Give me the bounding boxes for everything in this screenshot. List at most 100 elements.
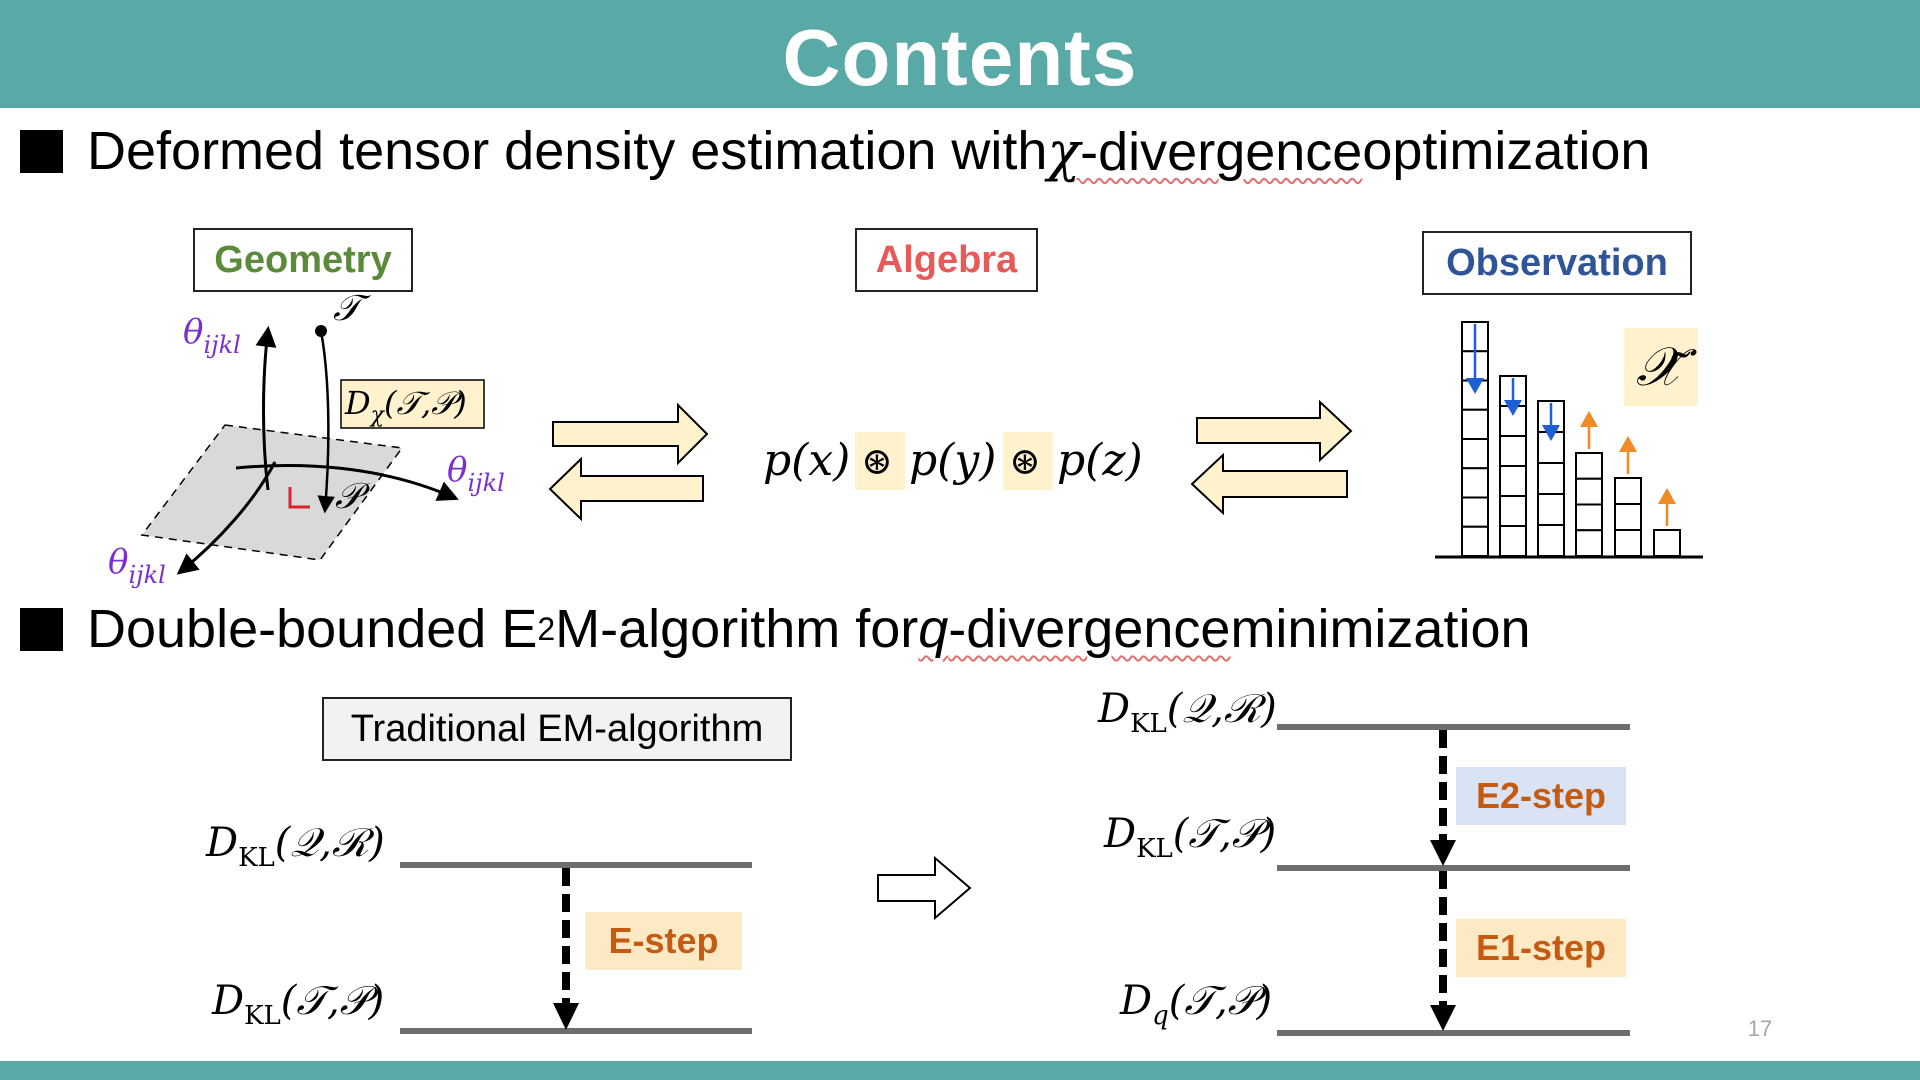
dkl-subscript: KL: [1130, 709, 1167, 739]
page-number: 17: [1747, 1016, 1773, 1041]
theta-symbol: θ: [447, 450, 468, 490]
geometry-label: Geometry: [193, 228, 413, 292]
histogram-cell: [1461, 525, 1489, 557]
right-angle-icon: [288, 487, 310, 509]
dkl-args: (𝒯,𝒫): [280, 978, 385, 1024]
theta-subscript: ijkl: [128, 561, 166, 589]
estep-arrow-head: [553, 1003, 579, 1030]
traditional-em-label: Traditional EM-algorithm: [322, 697, 792, 761]
chi-symbol: χ: [1047, 119, 1081, 183]
dkl-args: (𝒯,𝒫): [1172, 811, 1277, 857]
dkl-tp-right: DKL(𝒯,𝒫): [1104, 811, 1276, 864]
e2step-label: E2-step: [1456, 767, 1626, 825]
bullet-term-chi-divergence: χ-divergence: [1047, 120, 1362, 183]
bullet-text-mid: -divergence: [1080, 121, 1363, 182]
dkl-subscript: KL: [238, 843, 275, 873]
slide-title: Contents: [782, 13, 1138, 102]
bullet-text-after: optimization: [1362, 121, 1651, 181]
divergence-box: [340, 379, 485, 429]
dq-d: D: [1120, 978, 1153, 1024]
theta-subscript: ijkl: [203, 331, 241, 359]
histogram-cell: [1461, 467, 1489, 499]
dkl-qr-right: DKL(𝒬,ℛ): [1098, 686, 1277, 739]
histogram-cell: [1614, 529, 1642, 557]
estep-label: E-step: [585, 912, 742, 970]
e1step-arrow-head: [1430, 1005, 1456, 1031]
dq-tp-right: Dq(𝒯,𝒫): [1120, 978, 1272, 1031]
theta-axis-up: [255, 325, 277, 491]
arrow-geometry-to-algebra: [552, 402, 709, 466]
e1step-label: E1-step: [1456, 919, 1626, 977]
bullet-item-deformed-tensor: Deformed tensor density estimation with …: [20, 116, 1650, 186]
bullet-text-after: minimization: [1230, 599, 1531, 659]
dkl-qr-left: DKL(𝒬,ℛ): [206, 820, 385, 873]
dkl-tp-left: DKL(𝒯,𝒫): [212, 978, 384, 1031]
theta-label-down: θijkl: [108, 542, 166, 589]
down-arrow-icon: [1466, 324, 1484, 394]
histogram-cell: [1499, 435, 1527, 467]
divergence-d: D: [345, 384, 371, 422]
dq-subscript: q: [1152, 1001, 1169, 1031]
down-arrow-icon: [1504, 378, 1522, 416]
algebra-label: Algebra: [855, 228, 1038, 292]
product-term-z: p(z): [1057, 435, 1143, 486]
observation-histogram: [1461, 321, 1681, 557]
theta-label-right: θijkl: [447, 450, 505, 497]
histogram-cell: [1499, 525, 1527, 557]
dkl-d: D: [1098, 686, 1131, 732]
observed-tensor-label: 𝒳̃: [1636, 335, 1683, 398]
e2step-arrow-head: [1430, 840, 1456, 866]
dq-args: (𝒯,𝒫): [1168, 978, 1273, 1024]
tensor-label: 𝒯: [333, 288, 361, 329]
histogram-cell: [1461, 408, 1489, 440]
bullet-superscript: 2: [537, 610, 556, 647]
operator-highlight-1: [855, 432, 905, 490]
observed-tensor-highlight: [1624, 328, 1698, 406]
arrow-algebra-to-observation: [1196, 399, 1353, 463]
bullet-square-icon: [20, 129, 63, 173]
convolution-operator-icon: ⊛: [1009, 439, 1041, 483]
observation-label: Observation: [1422, 231, 1692, 295]
dkl-d: D: [212, 978, 245, 1024]
theta-symbol: θ: [108, 542, 129, 582]
divergence-chi-label: Dχ(𝒯,𝒫): [345, 380, 467, 439]
product-term-y: p(y): [909, 435, 997, 486]
transition-arrow-icon: [877, 855, 972, 921]
bullet-square-icon: [20, 607, 63, 651]
header-band: [0, 0, 1920, 108]
q-symbol: q: [918, 599, 949, 659]
theta-subscript: ijkl: [467, 469, 505, 497]
arrow-algebra-to-geometry: [548, 456, 704, 522]
divergence-args: (𝒯,𝒫): [384, 384, 467, 422]
theta-axis-down: [176, 461, 277, 575]
histogram-cell: [1537, 524, 1565, 557]
histogram-cell: [1575, 477, 1603, 506]
dkl-d: D: [206, 820, 239, 866]
convolution-operator-icon: ⊛: [861, 439, 893, 483]
manifold-plane: [140, 424, 404, 561]
bullet-text-before: Double-bounded E: [87, 599, 538, 659]
bullet-text-squiggle: -divergence: [948, 599, 1231, 659]
dkl-subscript: KL: [1136, 834, 1173, 864]
dkl-subscript: KL: [244, 1001, 281, 1031]
histogram-cell: [1653, 529, 1681, 557]
bullet-text-mid: M-algorithm for: [555, 599, 919, 659]
bullet-term-q-divergence: q-divergence: [918, 598, 1230, 660]
dkl-d: D: [1104, 811, 1137, 857]
bullet-text-before: Deformed tensor density estimation with: [87, 121, 1048, 181]
histogram-cell: [1614, 477, 1642, 505]
theta-axis-right: [235, 464, 459, 501]
projection-label: 𝒫: [335, 476, 361, 517]
theta-label-up: θijkl: [183, 312, 241, 359]
up-arrow-icon: [1580, 411, 1598, 449]
down-arrow-icon: [1542, 403, 1560, 441]
product-term-x: p(x): [763, 435, 851, 486]
histogram-cell: [1499, 495, 1527, 527]
theta-symbol: θ: [183, 312, 204, 352]
divergence-subscript: χ: [370, 403, 384, 428]
operator-highlight-2: [1003, 432, 1053, 490]
footer-band: [0, 1061, 1920, 1080]
dkl-args: (𝒬,ℛ): [274, 820, 385, 866]
